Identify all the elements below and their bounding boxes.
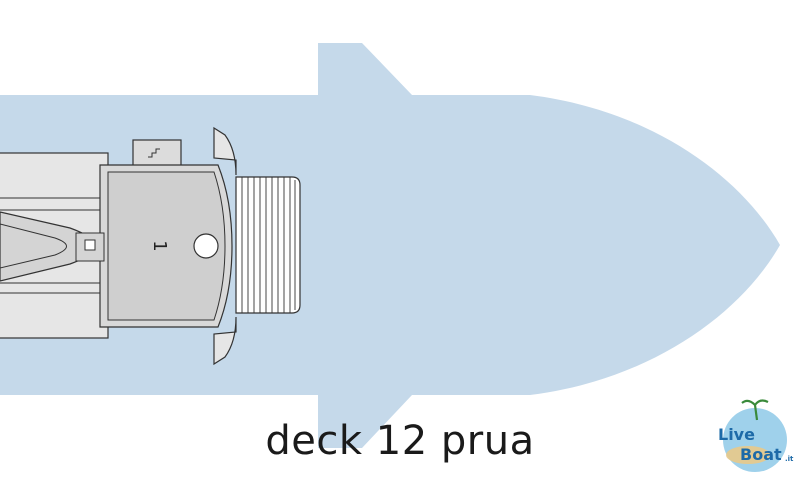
deck-slats [241, 177, 296, 313]
bridge-wing-top [213, 126, 237, 176]
logo-text-boat: Boat [740, 445, 782, 464]
logo-text-live: Live [718, 425, 755, 444]
deck-caption: deck 12 prua [265, 418, 535, 464]
cabin-number-label: 1 [149, 240, 170, 251]
stair-block [132, 139, 182, 167]
ship-hull [0, 43, 780, 448]
liveboat-logo: Live Boat .it [718, 399, 794, 472]
bridge-wing-bottom [213, 316, 237, 366]
logo-text-suffix: .it [785, 455, 794, 463]
mast-circle [193, 233, 219, 259]
